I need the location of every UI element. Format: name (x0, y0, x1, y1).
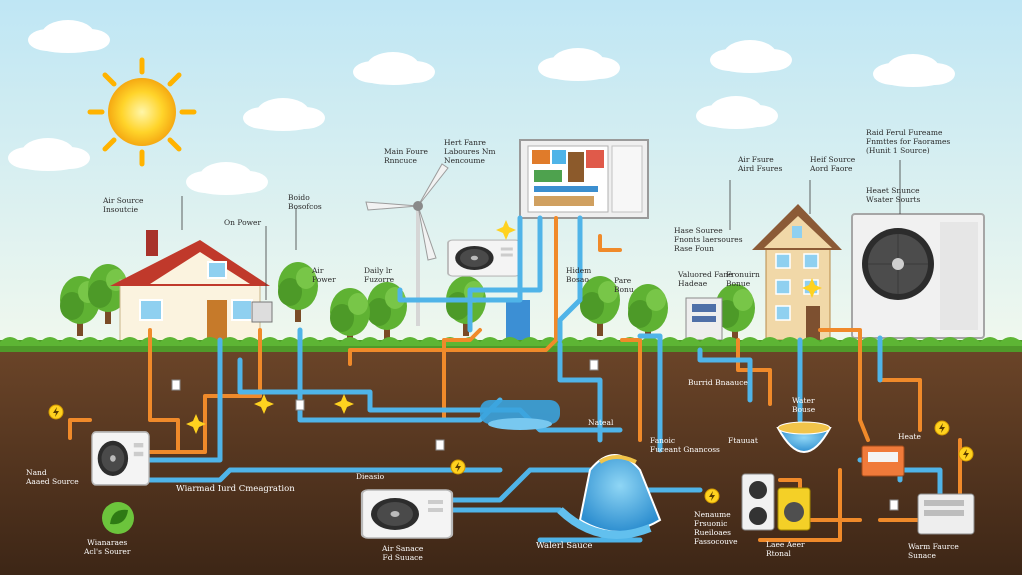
label-pare-bonu: Pare Bonu (614, 276, 634, 294)
water-reservoir (557, 454, 662, 539)
leader-lines (181, 160, 901, 300)
label-raid-fouces: Raid Ferul Fureame Fnmttes for Faorames … (866, 128, 951, 155)
wind-turbine-icon (365, 163, 449, 326)
label-hidem: Hidem Bosao (566, 266, 592, 284)
label-tiny-3: Nateal (588, 418, 614, 427)
label-small-group: Valuored Fane Hadeae (678, 270, 733, 288)
leaf-icon (102, 502, 134, 534)
label-burried: Burrid Bnaauce (688, 378, 748, 387)
label-water-bouse: Water Bouse (792, 396, 816, 414)
label-water-source-bottom: Walerl Sauce (536, 541, 593, 551)
label-aird-source-left: Nand Aaaed Source (26, 468, 79, 486)
label-air-fsure: Air Fsure Aird Fsures (738, 155, 783, 173)
label-daily: Daily lr Fuzorre (364, 266, 395, 284)
label-wianaraes: Wianaraes Acl's Sourer (84, 538, 131, 556)
outdoor-unit-bottom (360, 488, 454, 540)
water-tank (776, 421, 832, 453)
boiler-unit (917, 493, 975, 535)
grass-edge (0, 337, 1022, 346)
label-air-source-top: Air Source Insoutcie (103, 196, 144, 214)
label-heaet-source: Heaet Snunce Wsater Sourts (866, 186, 921, 204)
outdoor-unit-left (91, 431, 150, 486)
label-nenaume: Nenaume Frsuonic Rueiloaes Fassocouve (694, 510, 738, 546)
pipe-joints (171, 359, 899, 511)
label-boido: Boido Bosofcos (288, 193, 322, 211)
control-box (251, 297, 723, 344)
sun-icon (87, 57, 197, 167)
label-small-group-2: Fronuirn Bonue (726, 270, 760, 288)
label-heif-source: Heif Source Aord Faore (810, 155, 856, 173)
sparkle-icon (186, 220, 822, 434)
label-air-source-bottom: Air Sanace Fd Suuace (382, 544, 424, 562)
controller-box (861, 445, 905, 477)
label-air-power: Air Power (312, 266, 336, 284)
label-tiny-2: Heate (898, 432, 921, 441)
soil (0, 352, 1022, 575)
label-water-source-mid: Hase Souree Fnonts laersoures Rase Foun (674, 226, 743, 253)
label-on-power: On Power (224, 218, 262, 227)
label-heat-frame: Hert Fanre Laboures Nm Nencoume (444, 138, 496, 165)
label-tiny-1: Ftauuat (728, 436, 758, 445)
water-basin (480, 400, 560, 430)
label-warm-source: Warm Faurce Sunace (908, 542, 959, 560)
pipes-hot (68, 216, 962, 542)
house-right (752, 204, 842, 341)
label-warmed-connection: Wiarmad Iurd Cmeagration (176, 484, 295, 494)
house-left (110, 230, 270, 345)
indoor-unit-upper (447, 239, 521, 277)
label-laee-aeer: Laee Aeer Rtonal (766, 540, 805, 558)
outdoor-heat-pump (851, 213, 985, 339)
compressor-unit (741, 473, 811, 531)
control-cabinet (519, 139, 649, 219)
label-fanoic: Fanoic Fuceant Gnancoss (650, 436, 720, 454)
label-main-foure: Main Foure Rnncuce (384, 147, 428, 165)
label-dieasio: Dieasio (356, 472, 385, 481)
